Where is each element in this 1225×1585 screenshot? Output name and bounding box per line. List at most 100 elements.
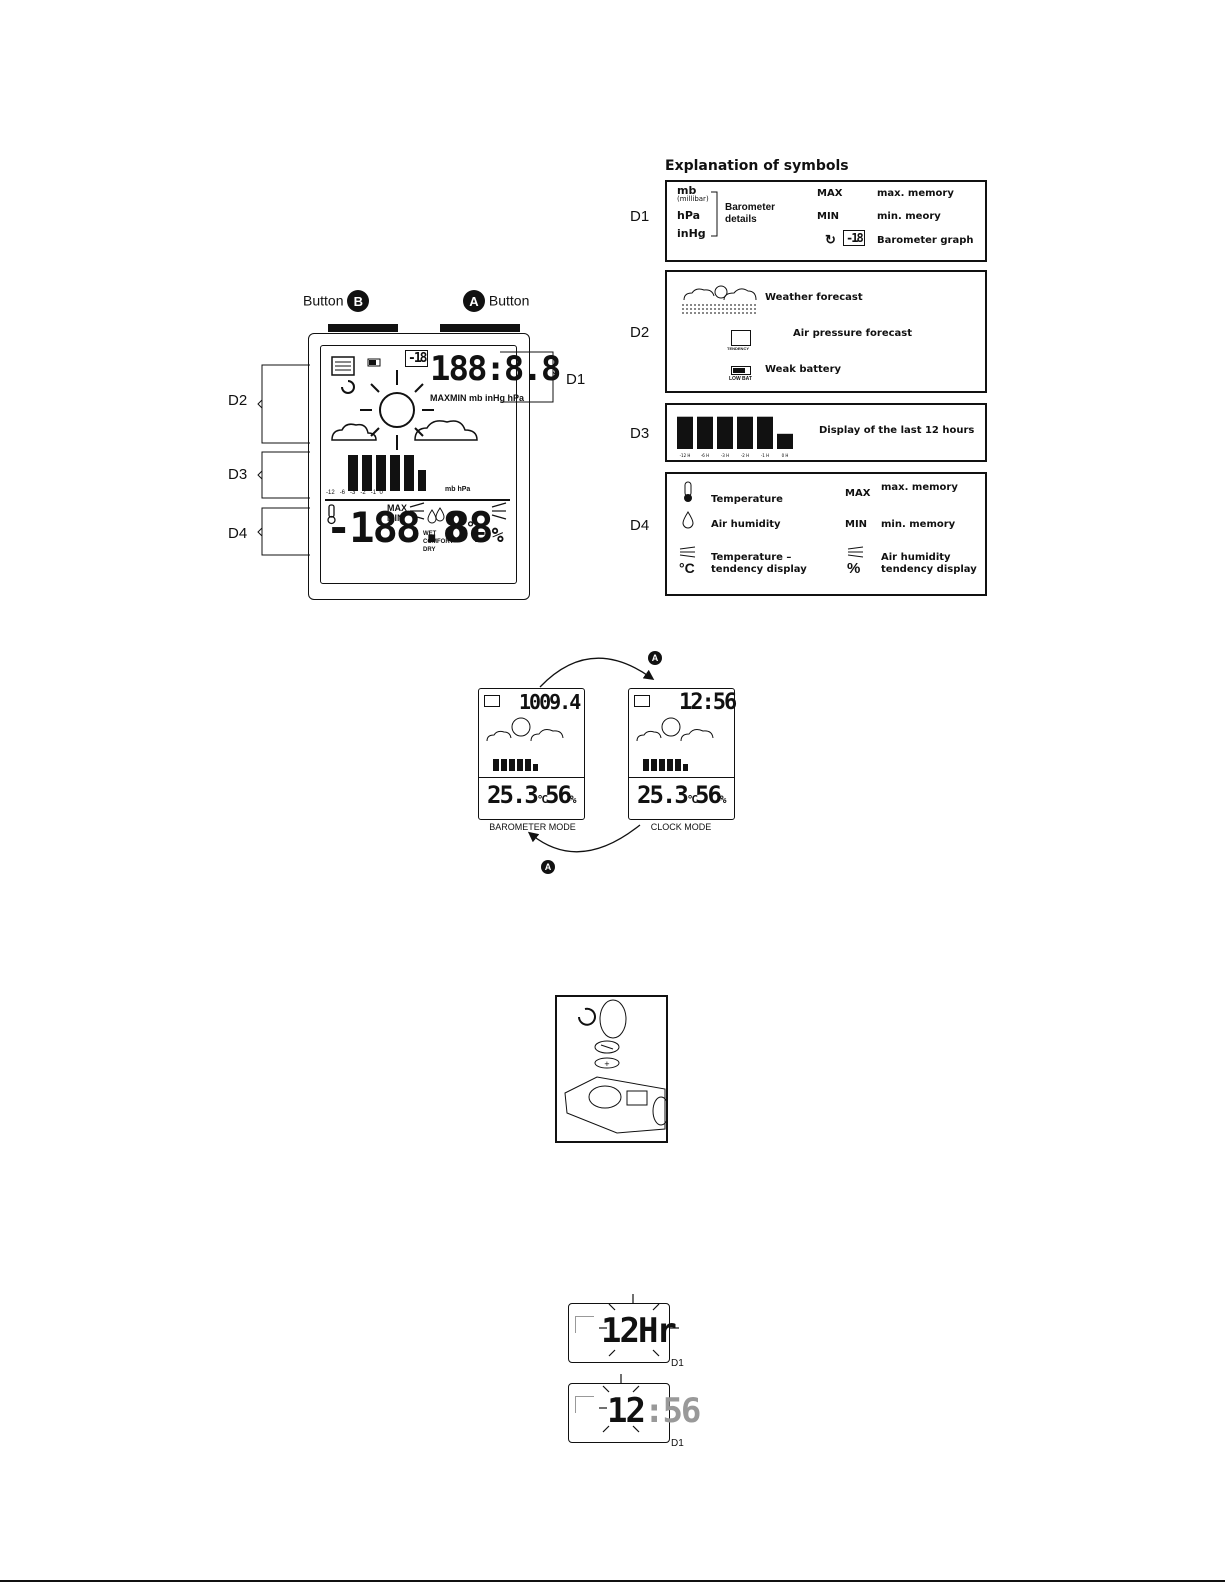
thermometer-icon [327, 504, 336, 525]
d4-temperature: Temperature [711, 494, 783, 505]
button-b-caption: Button B [303, 290, 370, 312]
d3-tick-label: 0 H [782, 453, 789, 458]
tendency-icon-text: TENDENCY [727, 346, 750, 351]
time-setting-display: 12:56 [568, 1374, 701, 1443]
lcd-bar-graph [348, 455, 426, 491]
right-bracket [500, 351, 558, 403]
label-d2: D2 [228, 392, 248, 409]
d3-bar [777, 433, 793, 449]
clock-mode-caption: CLOCK MODE [650, 822, 712, 832]
sym-d4-label: D4 [630, 517, 650, 534]
rotate-icon [578, 1007, 596, 1026]
pct-icon: % [847, 560, 861, 577]
time-d1-label: D1 [671, 1438, 684, 1449]
air-pressure-desc: Air pressure forecast [793, 328, 913, 339]
sym-d2-box: Weather forecast TENDENCY Air pressure f… [665, 270, 987, 393]
blink-rays [599, 1294, 679, 1357]
clock-mode-temp: 25.3°C [637, 781, 698, 809]
d3-desc: Display of the last 12 hours [819, 425, 975, 436]
refresh-icon: ↻ [825, 232, 836, 247]
page-bottom-rule [0, 1580, 1225, 1582]
d3-tick-label: -1 H [761, 453, 769, 458]
lcd-temp-value: -188.8°E [326, 503, 487, 552]
tendency-icon [331, 356, 355, 376]
lcd-hpa-label: mb hPa [445, 486, 471, 493]
barometer-mode-caption: BAROMETER MODE [489, 822, 576, 832]
battery-icon [367, 358, 381, 367]
d1-graph-desc: Barometer graph [877, 235, 974, 246]
d3-tick-label: -2 H [741, 453, 749, 458]
d4-min-desc: min. memory [881, 519, 956, 530]
temp-tendency-icon [679, 546, 696, 558]
battery-install-illustration: + [564, 999, 670, 1134]
c-icon: °C [679, 560, 695, 576]
clock-mode-device: 12:56 25.3°C 56% [628, 688, 737, 820]
d1-min: MIN [817, 211, 840, 222]
device-body [308, 333, 530, 600]
lcd-graph-icon: -18 [405, 350, 429, 367]
label-d4: D4 [228, 525, 248, 542]
d4-hum-tendency: Air humidity tendency display [881, 552, 977, 575]
sym-d4-box: Temperature Air humidity °C Temperature … [665, 472, 987, 596]
inhg-label: inHg [677, 227, 706, 240]
left-brackets [257, 364, 310, 556]
lowbat-text: LOW BAT [729, 376, 752, 382]
time-value: 12:56 [607, 1391, 701, 1431]
tendency-icon [634, 695, 650, 707]
temp-tendency-icon [409, 502, 425, 520]
button-b[interactable] [328, 324, 398, 332]
lcd-hum-value: 88% [445, 503, 504, 552]
d1-graph-icon: -18 [843, 230, 865, 246]
d3-bar [717, 416, 733, 449]
coin-battery [594, 1040, 620, 1054]
d4-temp-tendency: Temperature – tendency display [711, 552, 807, 575]
clock-mode-hum: 56% [695, 781, 726, 809]
d1-max: MAX [817, 188, 843, 199]
sym-d3-box: -12 H -6 H -3 H -2 H -1 H 0 H Display of the … [665, 403, 987, 462]
sym-d3-label: D3 [630, 425, 650, 442]
hum-tendency-icon [491, 502, 507, 520]
hr-setting-display: 12Hr [568, 1294, 679, 1363]
lcd-screen [320, 345, 517, 584]
button-a-badge: A [463, 290, 485, 312]
d3-bar [677, 416, 693, 449]
lcd-x-ticks: -12 -6 -3 -2 -1 0 [326, 490, 383, 496]
lcd-graphics [325, 356, 510, 525]
button-a-caption: A Button [463, 290, 529, 312]
device-back [564, 1076, 666, 1134]
battery-desc: Weak battery [765, 364, 842, 375]
barometer-mode-device: 1009.4 25.3°C 56% [478, 688, 585, 820]
svg-text:+: + [604, 1060, 610, 1068]
mb-label: mb(millibar) [677, 184, 709, 203]
d3-tick-label: -6 H [701, 453, 709, 458]
thermometer-icon [684, 481, 692, 502]
battery-cover [599, 999, 627, 1039]
sym-d1-label: D1 [630, 208, 650, 225]
d3-bar [757, 416, 773, 449]
baro-mode-top-value: 1009.4 [519, 690, 581, 714]
cycle-badge-top: A [648, 648, 662, 666]
mini-bar-graph [493, 759, 538, 771]
air-pressure-icon [731, 330, 751, 346]
lcd-units: MAXMIN mb inHg hPa [430, 393, 524, 403]
cycle-arrows [527, 657, 655, 853]
d4-max: MAX [845, 488, 871, 499]
sun-rays [360, 370, 434, 450]
weather-forecast-desc: Weather forecast [765, 292, 863, 303]
d1-min-desc: min. meory [877, 211, 941, 222]
baro-mode-temp: 25.3°C [487, 781, 548, 809]
label-d3: D3 [228, 466, 248, 483]
d4-max-desc: max. memory [881, 482, 958, 493]
cloud-left-icon [331, 423, 377, 441]
cycle-badge-bottom: A [541, 857, 555, 875]
sym-d1-box: mb(millibar) hPa inHg Barometer details … [665, 180, 987, 262]
d4-min: MIN [845, 519, 868, 530]
d3-tick-label: -12 H [680, 453, 691, 458]
humidity-icon [682, 511, 694, 529]
sym-d2-label: D2 [630, 324, 650, 341]
low-battery-icon [731, 366, 751, 375]
weather-forecast-icon [682, 285, 757, 314]
d3-tick-label: -3 H [721, 453, 729, 458]
button-a[interactable] [440, 324, 520, 332]
